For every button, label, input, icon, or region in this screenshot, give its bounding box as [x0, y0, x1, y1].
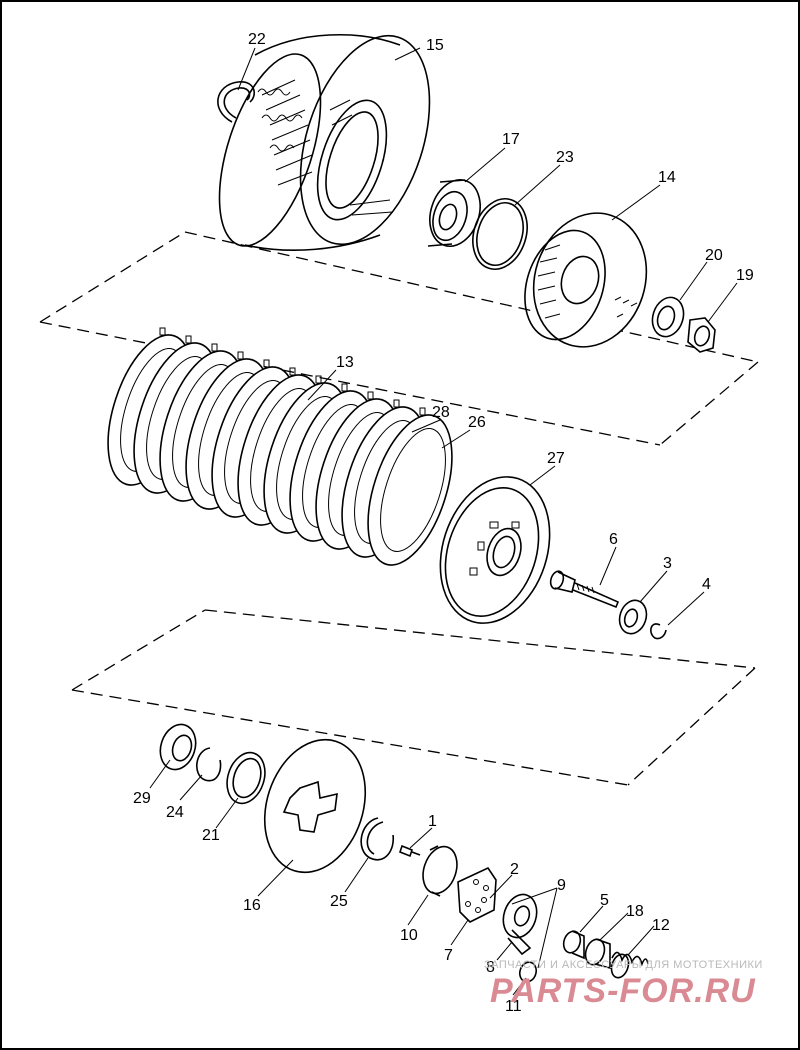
part-20-washer: [651, 296, 685, 338]
label-27: 27: [547, 450, 565, 467]
clutch-plate-tab: [419, 407, 426, 416]
part-16-plate: [263, 738, 367, 874]
clutch-plate-tab: [185, 335, 192, 344]
part-11-nut: [518, 961, 538, 983]
label-9: 9: [557, 877, 566, 894]
clutch-plate-tab: [289, 367, 296, 376]
clutch-plate-tab: [367, 391, 374, 400]
label-19: 19: [736, 267, 754, 284]
label-5: 5: [600, 892, 609, 909]
part-6-adjusting-screw: [549, 570, 620, 609]
clutch-plate-tab: [211, 343, 218, 352]
clutch-plate-tab: [393, 399, 400, 408]
label-22: 22: [248, 31, 266, 48]
part-27-pressure-plate: [439, 476, 551, 624]
part-21-ring: [226, 751, 266, 805]
label-2: 2: [510, 861, 519, 878]
label-7: 7: [444, 947, 453, 964]
part-14-clutch-hub: [524, 212, 648, 348]
label-13: 13: [336, 354, 354, 371]
part-3-bearing: [618, 599, 648, 635]
clutch-plate-tab: [341, 383, 348, 392]
part-1-screw: [399, 844, 421, 858]
part-17-bearing: [427, 179, 481, 247]
label-12: 12: [652, 917, 670, 934]
label-4: 4: [702, 576, 711, 593]
part-13-clutch-plate-stack: [107, 327, 453, 566]
part-2-balls: [475, 897, 487, 913]
part-9-ramp-assembly: [502, 893, 538, 956]
label-16: 16: [243, 897, 261, 914]
part-25-retaining-ring: [360, 817, 395, 861]
label-23: 23: [556, 149, 574, 166]
label-29: 29: [133, 790, 151, 807]
label-24: 24: [166, 804, 184, 821]
part-12-spring: [610, 951, 649, 979]
label-6: 6: [609, 531, 618, 548]
clutch-plate-tab: [263, 359, 270, 368]
label-26: 26: [468, 414, 486, 431]
clutch-plate-tab: [159, 327, 166, 336]
label-20: 20: [705, 247, 723, 264]
watermark-tagline: ЗАПЧАСТИ И АКСЕССУАРЫ ДЛЯ МОТОТЕХНИКИ: [484, 959, 763, 971]
part-5-bushing: [562, 930, 585, 960]
part-10-ring: [422, 845, 458, 897]
part-29-oil-seal: [159, 723, 197, 771]
label-11: 11: [505, 998, 522, 1015]
label-8: 8: [486, 959, 495, 976]
part-24-retaining-ring: [196, 747, 222, 782]
label-18: 18: [626, 903, 644, 920]
label-25: 25: [330, 893, 348, 910]
clutch-plate-outer: [367, 414, 453, 566]
label-1: 1: [428, 813, 437, 830]
label-17: 17: [502, 131, 520, 148]
clutch-plate-tab: [315, 375, 322, 384]
part-15-clutch-shell: [218, 33, 431, 251]
part-22-retaining-ring: [217, 81, 255, 123]
dashed-group-upper: [39, 231, 759, 446]
dashed-group-lower: [71, 609, 756, 786]
part-19-nut: [687, 317, 716, 353]
label-21: 21: [202, 827, 220, 844]
part-23-snap-ring: [472, 198, 528, 270]
clutch-plate-inner: [380, 428, 446, 552]
clutch-plate-tab: [237, 351, 244, 360]
label-3: 3: [663, 555, 672, 572]
label-15: 15: [426, 37, 444, 54]
label-10: 10: [400, 927, 418, 944]
watermark-brand: PARTS-FOR.RU: [490, 972, 756, 1010]
watermark: ЗАПЧАСТИ И АКСЕССУАРЫ ДЛЯ МОТОТЕХНИКИ PA…: [484, 959, 763, 1010]
part-4-retaining-ring: [650, 623, 667, 640]
part-7-bracket: [457, 866, 497, 923]
part-18-bushing: [584, 938, 611, 970]
label-28: 28: [432, 404, 450, 421]
part-number-labels: 22 15 17 23 14 20 19 13 28 26 27 6 3 4 2…: [133, 31, 754, 1015]
leader-lines: [149, 47, 738, 996]
label-14: 14: [658, 169, 676, 186]
